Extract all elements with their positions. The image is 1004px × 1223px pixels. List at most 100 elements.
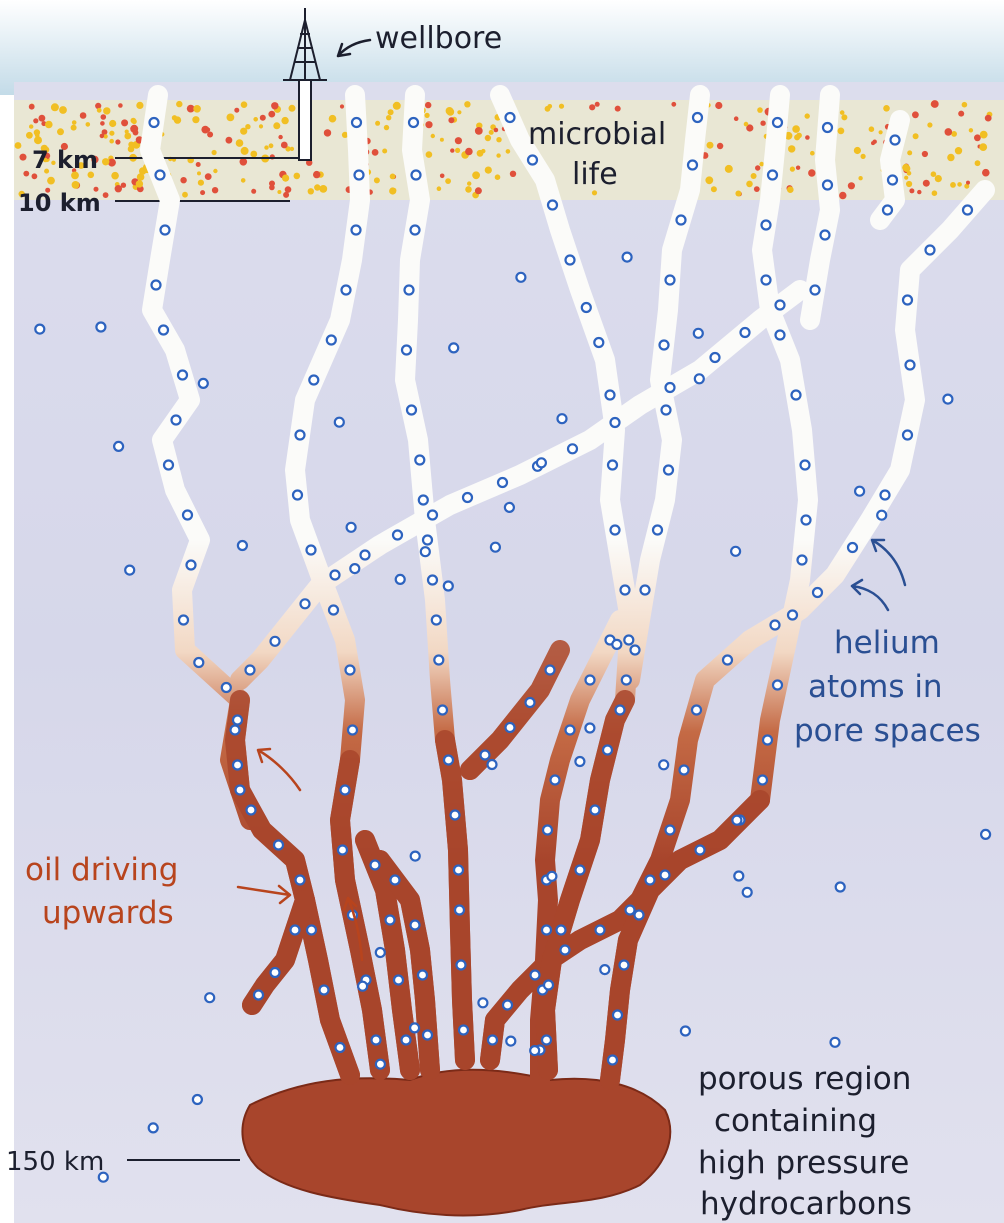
depth-150km-label: 150 km: [6, 1147, 104, 1177]
helium-atom-icon: [542, 1036, 551, 1045]
helium-atom-icon: [307, 926, 316, 935]
helium-atom-icon: [233, 761, 242, 770]
helium-atom-icon: [205, 993, 214, 1002]
helium-atom-icon: [711, 353, 720, 362]
helium-atom-icon: [891, 136, 900, 145]
helium-atom-icon: [762, 221, 771, 230]
microbial-dot: [193, 105, 201, 113]
microbial-dot: [340, 104, 344, 108]
helium-atom-icon: [608, 1056, 617, 1065]
helium-atom-icon: [371, 861, 380, 870]
microbial-label-line1: microbial: [528, 117, 666, 152]
helium-atom-icon: [222, 683, 231, 692]
helium-atom-icon: [451, 811, 460, 820]
microbial-dot: [974, 134, 981, 141]
microbial-dot: [308, 188, 314, 194]
microbial-dot: [447, 108, 455, 116]
microbial-dot: [384, 125, 389, 130]
microbial-dot: [841, 114, 847, 120]
microbial-dot: [264, 145, 268, 149]
microbial-dot: [922, 151, 928, 157]
helium-atom-icon: [393, 531, 402, 540]
helium-atom-icon: [291, 926, 300, 935]
microbial-dot: [26, 132, 33, 139]
helium-atom-icon: [376, 948, 385, 957]
microbial-dot: [788, 145, 795, 152]
helium-atom-icon: [823, 123, 832, 132]
microbial-dot: [489, 130, 494, 135]
helium-atom-icon: [877, 511, 886, 520]
microbial-dot: [760, 121, 765, 126]
helium-atom-icon: [773, 118, 782, 127]
microbial-dot: [72, 181, 80, 189]
helium-atom-icon: [798, 556, 807, 565]
microbial-dot: [103, 107, 110, 114]
helium-atom-icon: [412, 171, 421, 180]
microbial-dot: [913, 133, 919, 139]
helium-atom-icon: [478, 998, 487, 1007]
depth-7km-label: 7 km: [32, 146, 98, 174]
helium-atom-icon: [641, 586, 650, 595]
helium-atom-icon: [537, 458, 546, 467]
helium-atom-icon: [506, 723, 515, 732]
helium-atom-icon: [506, 113, 515, 122]
helium-atom-icon: [329, 606, 338, 615]
helium-atom-icon: [187, 561, 196, 570]
microbial-dot: [496, 137, 501, 142]
helium-atom-icon: [178, 371, 187, 380]
helium-atom-icon: [693, 113, 702, 122]
microbial-dot: [388, 109, 394, 115]
helium-atom-icon: [544, 981, 553, 990]
microbial-dot: [725, 165, 733, 173]
microbial-dot: [101, 114, 107, 120]
microbial-dot: [124, 133, 131, 140]
helium-atom-icon: [428, 511, 437, 520]
microbial-dot: [917, 190, 921, 194]
helium-atom-icon: [350, 564, 359, 573]
helium-atom-icon: [199, 379, 208, 388]
microbial-dot: [912, 111, 919, 118]
helium-atom-icon: [666, 383, 675, 392]
microbial-dot: [294, 173, 301, 180]
helium-atom-icon: [542, 926, 551, 935]
helium-atom-icon: [731, 547, 740, 556]
microbial-dot: [226, 137, 233, 144]
helium-atom-icon: [788, 611, 797, 620]
helium-atom-icon: [811, 286, 820, 295]
microbial-dot: [393, 102, 401, 110]
helium-atom-icon: [409, 118, 418, 127]
microbial-dot: [790, 167, 795, 172]
microbial-dot: [375, 121, 380, 126]
microbial-dot: [313, 171, 320, 178]
helium-atom-icon: [481, 751, 490, 760]
helium-atom-icon: [233, 716, 242, 725]
helium-atom-icon: [623, 253, 632, 262]
microbial-dot: [281, 142, 288, 149]
helium-atom-icon: [194, 658, 203, 667]
helium-atom-icon: [621, 586, 630, 595]
helium-atom-icon: [741, 328, 750, 337]
wellbore-label: wellbore: [375, 21, 502, 56]
helium-atom-icon: [575, 757, 584, 766]
helium-atom-icon: [352, 118, 361, 127]
microbial-dot: [15, 142, 22, 149]
microbial-dot: [51, 103, 59, 111]
microbial-dot: [212, 187, 218, 193]
microbial-dot: [808, 169, 815, 176]
helium-atom-icon: [600, 965, 609, 974]
microbial-dot: [465, 148, 473, 156]
helium-atom-icon: [821, 231, 830, 240]
microbial-dot: [285, 186, 292, 193]
helium-atom-icon: [646, 876, 655, 885]
microbial-dot: [382, 149, 387, 154]
helium-atom-icon: [35, 325, 44, 334]
microbial-dot: [464, 101, 470, 107]
microbial-dot: [425, 102, 431, 108]
microbial-dot: [39, 115, 46, 122]
microbial-dot: [132, 119, 137, 124]
microbial-dot: [72, 120, 77, 125]
microbial-dot: [980, 131, 988, 139]
microbial-dot: [671, 102, 676, 107]
helium-atom-icon: [611, 418, 620, 427]
